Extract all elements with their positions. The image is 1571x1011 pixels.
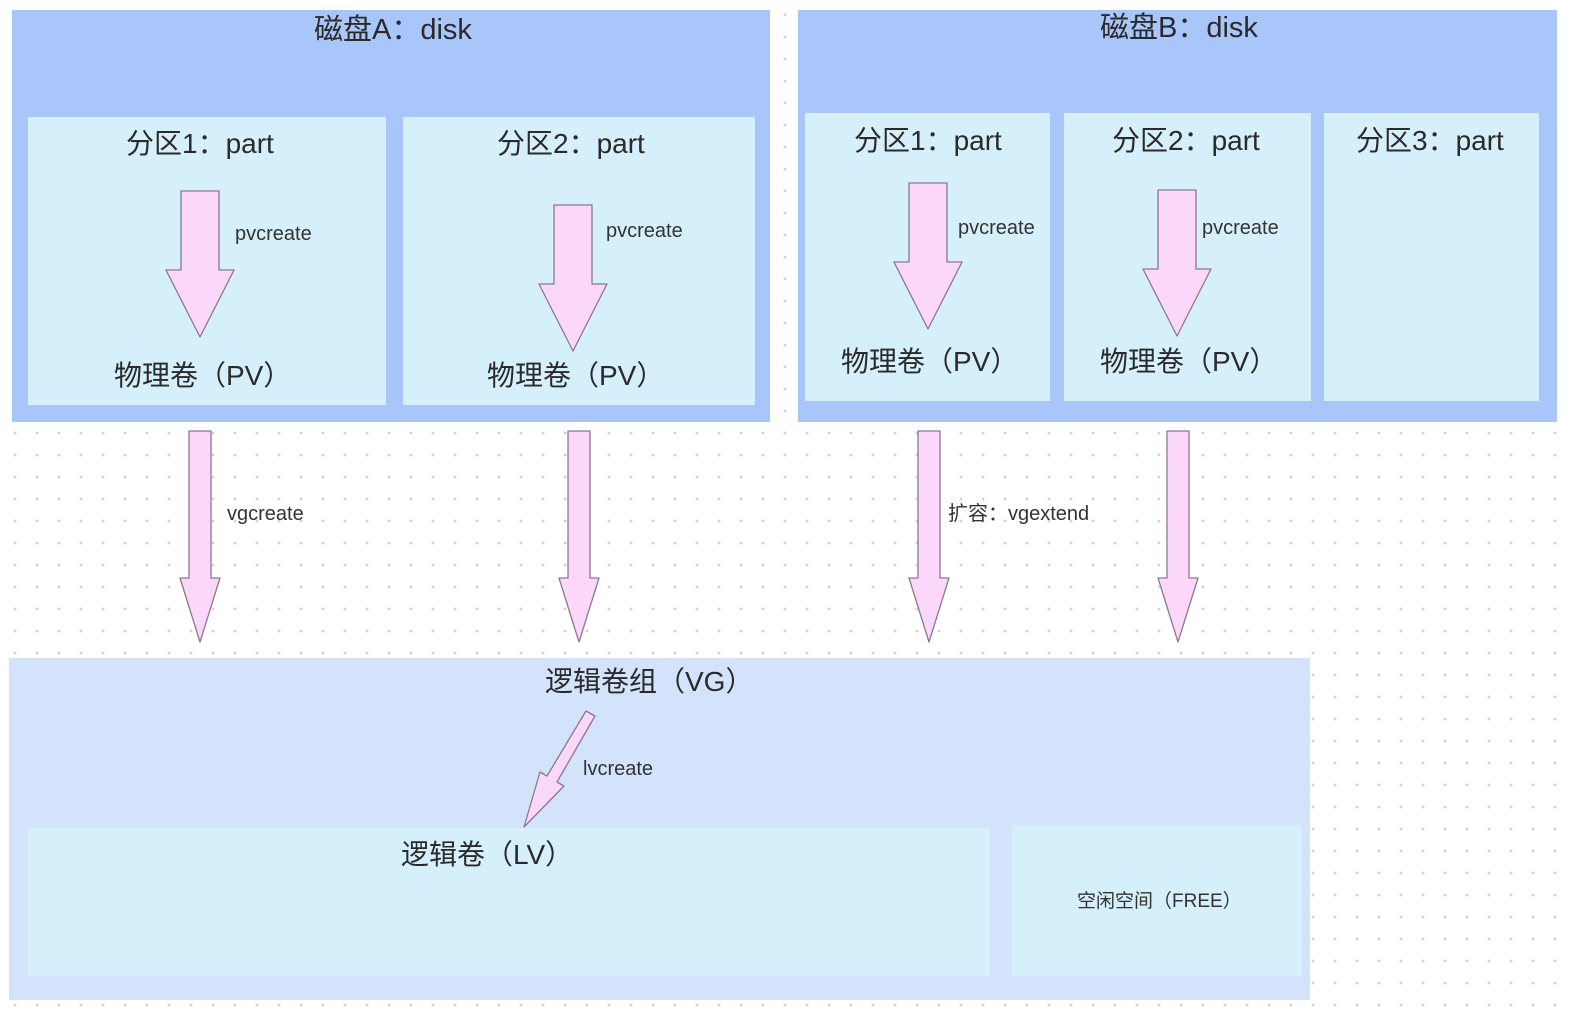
free-space-label: 空闲空间（FREE）	[1077, 891, 1242, 912]
disk-a-partition-1: 分区1：part pvcreate 物理卷（PV）	[28, 117, 386, 405]
disk-a-partition-2-arrow-label: pvcreate	[606, 220, 683, 242]
disk-b-partition-1-title: 分区1：part	[854, 125, 1002, 156]
disk-b-partition-2-pv: 物理卷（PV）	[1100, 346, 1278, 377]
free-space: 空闲空间（FREE）	[1012, 825, 1302, 976]
disk-a-partition-2-pv: 物理卷（PV）	[487, 360, 665, 391]
disk-b-partition-1: 分区1：part pvcreate 物理卷（PV）	[805, 113, 1050, 401]
vgextend-arrow-2	[1157, 430, 1199, 643]
disk-a-partition-2: 分区2：part pvcreate 物理卷（PV）	[403, 117, 755, 405]
logical-volume: 逻辑卷（LV）	[28, 828, 990, 976]
disk-a-partition-1-pv: 物理卷（PV）	[114, 360, 292, 391]
vgcreate-arrow-1	[179, 430, 221, 643]
logical-volume-title: 逻辑卷（LV）	[401, 839, 574, 870]
disk-b-title: 磁盘B：disk	[1100, 12, 1258, 44]
disk-b-partition-3-title: 分区3：part	[1356, 125, 1504, 156]
lvcreate-label: lvcreate	[583, 758, 654, 780]
disk-a-partition-1-title: 分区1：part	[126, 128, 274, 159]
vgcreate-label: vgcreate	[227, 503, 304, 525]
vgextend-label: 扩容：vgextend	[948, 503, 1090, 525]
vgcreate-arrow-2	[558, 430, 600, 643]
disk-a-partition-1-arrow-label: pvcreate	[235, 223, 312, 245]
disk-b-partition-1-pv: 物理卷（PV）	[841, 346, 1019, 377]
vgextend-arrow-1	[908, 430, 950, 643]
disk-b-partition-2: 分区2：part pvcreate 物理卷（PV）	[1064, 113, 1311, 401]
disk-a-partition-2-title: 分区2：part	[497, 128, 645, 159]
disk-b-partition-1-arrow-label: pvcreate	[958, 217, 1035, 239]
disk-b-partition-2-arrow-label: pvcreate	[1202, 217, 1279, 239]
disk-a-title: 磁盘A：disk	[314, 14, 472, 46]
disk-b-partition-2-title: 分区2：part	[1112, 125, 1260, 156]
disk-b-partition-3: 分区3：part	[1324, 113, 1539, 401]
volume-group-title: 逻辑卷组（VG）	[545, 666, 754, 697]
